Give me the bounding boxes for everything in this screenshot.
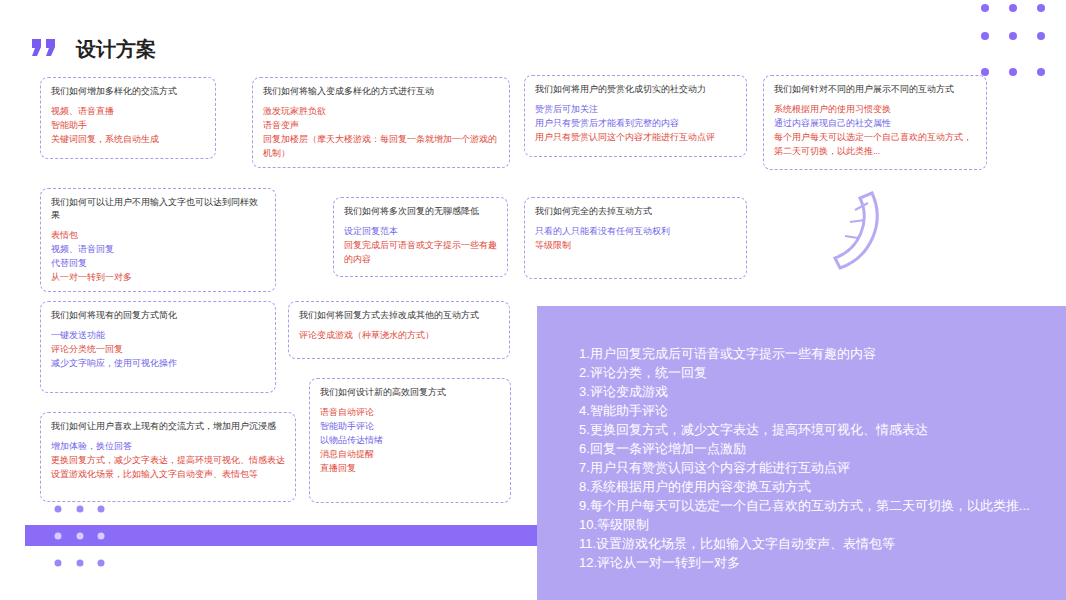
idea-line: 增加体验，换位回答 (51, 439, 285, 453)
idea-line: 智能助手评论 (320, 419, 500, 433)
question-box: 我们如何针对不同的用户展示不同的互动方式系统根据用户的使用习惯变换通过内容展现自… (763, 75, 987, 170)
idea-line: 评论分类统一回复 (51, 342, 265, 356)
quote-mark (32, 39, 55, 56)
question-heading: 我们如何设计新的高效回复方式 (320, 386, 500, 399)
summary-item: 3.评论变成游戏 (579, 382, 1046, 401)
crescent-lines (845, 203, 868, 238)
dot-grid (981, 4, 1045, 76)
question-box: 我们如何设计新的高效回复方式语音自动评论智能助手评论以物品传达情绪消息自动提醒直… (309, 378, 511, 503)
idea-line: 视频、语音直播 (51, 104, 205, 118)
idea-line: 回复加楼层（摩天大楼游戏：每回复一条就增加一个游戏的机制） (263, 132, 499, 160)
idea-line: 回复完成后可语音或文字提示一些有趣的内容 (344, 238, 497, 266)
idea-line: 每个用户每天可以选定一个自己喜欢的互动方式，第二天可切换，以此类推... (774, 130, 976, 158)
summary-item: 2.评论分类，统一回复 (579, 363, 1046, 382)
question-heading: 我们如何将多次回复的无聊感降低 (344, 205, 497, 218)
idea-line: 减少文字响应，使用可视化操作 (51, 356, 265, 370)
idea-line: 通过内容展现自己的社交属性 (774, 116, 976, 130)
idea-line: 消息自动提醒 (320, 447, 500, 461)
summary-panel: 1.用户回复完成后可语音或文字提示一些有趣的内容2.评论分类，统一回复3.评论变… (537, 306, 1066, 600)
question-box: 我们如何完全的去掉互动方式只看的人只能看没有任何互动权利等级限制 (524, 197, 747, 279)
idea-line: 以物品传达情绪 (320, 433, 500, 447)
summary-item: 7.用户只有赞赏认同这个内容才能进行互动点评 (579, 458, 1046, 477)
crescent-shape (835, 193, 877, 268)
idea-line: 设置游戏化场景，比如输入文字自动变声、表情包等 (51, 467, 285, 481)
question-heading: 我们如何将输入变成多样化的方式进行互动 (263, 85, 499, 98)
idea-line: 激发玩家胜负欲 (263, 104, 499, 118)
summary-item: 1.用户回复完成后可语音或文字提示一些有趣的内容 (579, 344, 1046, 363)
question-box: 我们如何将回复方式去掉改成其他的互动方式评论变成游戏（种草浇水的方式） (288, 301, 510, 359)
idea-line: 更换回复方式，减少文字表达，提高环境可视化、情感表达 (51, 453, 285, 467)
question-heading: 我们如何将回复方式去掉改成其他的互动方式 (299, 309, 499, 322)
summary-item: 8.系统根据用户的使用内容变换互动方式 (579, 477, 1046, 496)
idea-line: 用户只有赞赏认同这个内容才能进行互动点评 (535, 130, 736, 144)
question-heading: 我们如何完全的去掉互动方式 (535, 205, 736, 218)
question-box: 我们如何可以让用户不用输入文字也可以达到同样效果表情包视频、语音回复代替回复从一… (40, 188, 276, 292)
dot-grid (55, 506, 105, 567)
idea-line: 代替回复 (51, 256, 265, 270)
summary-item: 12.评论从一对一转到一对多 (579, 553, 1046, 572)
summary-item: 11.设置游戏化场景，比如输入文字自动变声、表情包等 (579, 534, 1046, 553)
idea-line: 表情包 (51, 228, 265, 242)
question-box: 我们如何将现有的回复方式简化一键发送功能评论分类统一回复减少文字响应，使用可视化… (40, 301, 276, 393)
idea-line: 智能助手 (51, 118, 205, 132)
idea-line: 关键词回复，系统自动生成 (51, 132, 205, 146)
idea-line: 评论变成游戏（种草浇水的方式） (299, 328, 499, 342)
question-box: 我们如何增加多样化的交流方式视频、语音直播智能助手关键词回复，系统自动生成 (40, 77, 216, 159)
idea-line: 等级限制 (535, 238, 736, 252)
question-box: 我们如何让用户喜欢上现有的交流方式，增加用户沉浸感增加体验，换位回答更换回复方式… (40, 412, 296, 502)
idea-line: 用户只有赞赏后才能看到完整的内容 (535, 116, 736, 130)
idea-line: 语音变声 (263, 118, 499, 132)
summary-item: 6.回复一条评论增加一点激励 (579, 439, 1046, 458)
idea-line: 只看的人只能看没有任何互动权利 (535, 224, 736, 238)
question-heading: 我们如何可以让用户不用输入文字也可以达到同样效果 (51, 196, 265, 222)
idea-line: 设定回复范本 (344, 224, 497, 238)
idea-line: 语音自动评论 (320, 405, 500, 419)
summary-item: 4.智能助手评论 (579, 401, 1046, 420)
question-heading: 我们如何针对不同的用户展示不同的互动方式 (774, 83, 976, 96)
idea-line: 直播回复 (320, 461, 500, 475)
idea-line: 赞赏后可加关注 (535, 102, 736, 116)
idea-line: 视频、语音回复 (51, 242, 265, 256)
question-box: 我们如何将多次回复的无聊感降低设定回复范本回复完成后可语音或文字提示一些有趣的内… (333, 197, 508, 277)
accent-bar (25, 525, 537, 546)
question-heading: 我们如何将用户的赞赏化成切实的社交动力 (535, 83, 736, 96)
summary-item: 5.更换回复方式，减少文字表达，提高环境可视化、情感表达 (579, 420, 1046, 439)
idea-line: 一键发送功能 (51, 328, 265, 342)
summary-item: 9.每个用户每天可以选定一个自己喜欢的互动方式，第二天可切换，以此类推... (579, 496, 1046, 515)
question-heading: 我们如何增加多样化的交流方式 (51, 85, 205, 98)
slide-title: 设计方案 (76, 36, 156, 63)
idea-line: 从一对一转到一对多 (51, 270, 265, 284)
question-heading: 我们如何将现有的回复方式简化 (51, 309, 265, 322)
question-box: 我们如何将用户的赞赏化成切实的社交动力赞赏后可加关注用户只有赞赏后才能看到完整的… (524, 75, 747, 157)
summary-item: 10.等级限制 (579, 515, 1046, 534)
question-heading: 我们如何让用户喜欢上现有的交流方式，增加用户沉浸感 (51, 420, 285, 433)
idea-line: 系统根据用户的使用习惯变换 (774, 102, 976, 116)
question-box: 我们如何将输入变成多样化的方式进行互动激发玩家胜负欲语音变声回复加楼层（摩天大楼… (252, 77, 510, 168)
